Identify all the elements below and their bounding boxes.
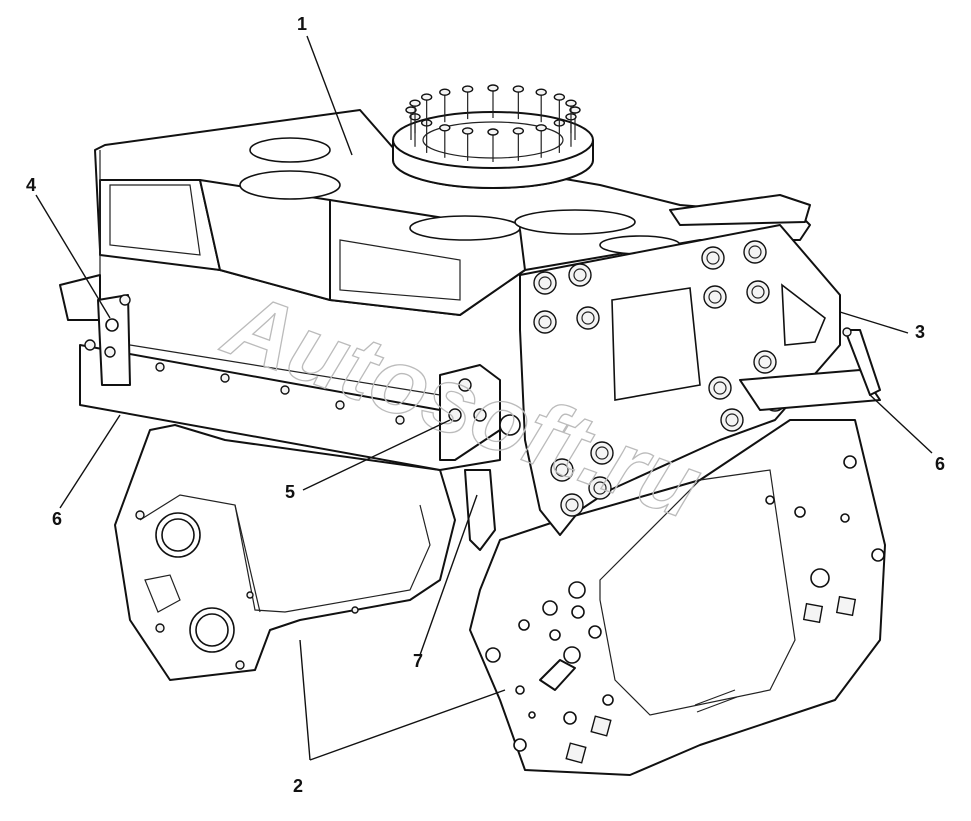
plate-bolt-head [555, 463, 569, 477]
plate-bolt-head [706, 251, 720, 265]
flange-nut [409, 99, 421, 107]
plate-bolt-head [573, 268, 587, 282]
flange-nut [487, 84, 499, 92]
flange-nut [512, 127, 525, 135]
plate-bolt-head [581, 311, 595, 325]
left-lower-plate [114, 424, 456, 681]
plate-bolt [720, 408, 744, 432]
flange-nut [461, 127, 474, 135]
leader-1 [306, 35, 353, 156]
top-flange [392, 84, 594, 189]
bracket-left [84, 294, 131, 386]
right-flange-plate [519, 224, 841, 536]
callout-5: 5 [285, 482, 295, 502]
flange-nut [405, 106, 417, 114]
plate-bolt-head [713, 381, 727, 395]
plate-bolt [590, 441, 614, 465]
flange-nut [461, 85, 474, 93]
leader-4 [35, 194, 111, 319]
plate-bolt [588, 476, 612, 500]
leader-3 [839, 311, 909, 334]
right-lower-plate [469, 419, 886, 776]
plate-bolt [708, 376, 732, 400]
plate-bolt [703, 285, 727, 309]
plate-bolt [576, 306, 600, 330]
callout-6-left: 6 [52, 509, 62, 529]
flange-nut [569, 106, 581, 114]
flange-nut [553, 93, 566, 101]
callout-7: 7 [413, 651, 423, 671]
flange-nut [565, 99, 577, 107]
plate-bolt [533, 271, 557, 295]
bracket-right [842, 327, 881, 396]
plate-bolt-head [748, 245, 762, 259]
main-housing [59, 109, 811, 330]
plate-bolt-head [593, 481, 607, 495]
plate-bolt [701, 246, 725, 270]
plate-bolt [753, 350, 777, 374]
leader-7 [419, 494, 478, 656]
plate-bolt [560, 493, 584, 517]
plate-bolt [743, 240, 767, 264]
flange-nut [487, 128, 499, 136]
callout-2: 2 [293, 776, 303, 796]
leader-6b [869, 394, 933, 454]
leader-5 [302, 419, 451, 491]
plate-bolt [533, 310, 557, 334]
plate-bolt [746, 280, 770, 304]
flange-nut [535, 124, 547, 132]
callout-4: 4 [26, 175, 36, 195]
bracket-center [439, 364, 521, 551]
plate-bolt-head [565, 498, 579, 512]
plate-bolt [550, 458, 574, 482]
flange-nut [512, 85, 525, 93]
plate-bolt-head [708, 290, 722, 304]
cross-bar [79, 344, 881, 471]
flange-nut [439, 88, 451, 96]
plate-bolt [568, 263, 592, 287]
plate-bolt-head [758, 355, 772, 369]
plate-bolt-head [725, 413, 739, 427]
leader-2b [309, 689, 506, 761]
plate-bolt-head [595, 446, 609, 460]
plate-bolt-head [751, 285, 765, 299]
flange-nut [439, 124, 451, 132]
leader-6a [59, 414, 121, 509]
callout-6-right: 6 [935, 454, 945, 474]
plate-bolt-head [538, 276, 552, 290]
callout-3: 3 [915, 322, 925, 342]
flange-nut [420, 93, 433, 101]
callout-1: 1 [297, 14, 307, 34]
flange-nut [535, 88, 547, 96]
leader-2a [299, 639, 311, 761]
plate-bolt-head [538, 315, 552, 329]
